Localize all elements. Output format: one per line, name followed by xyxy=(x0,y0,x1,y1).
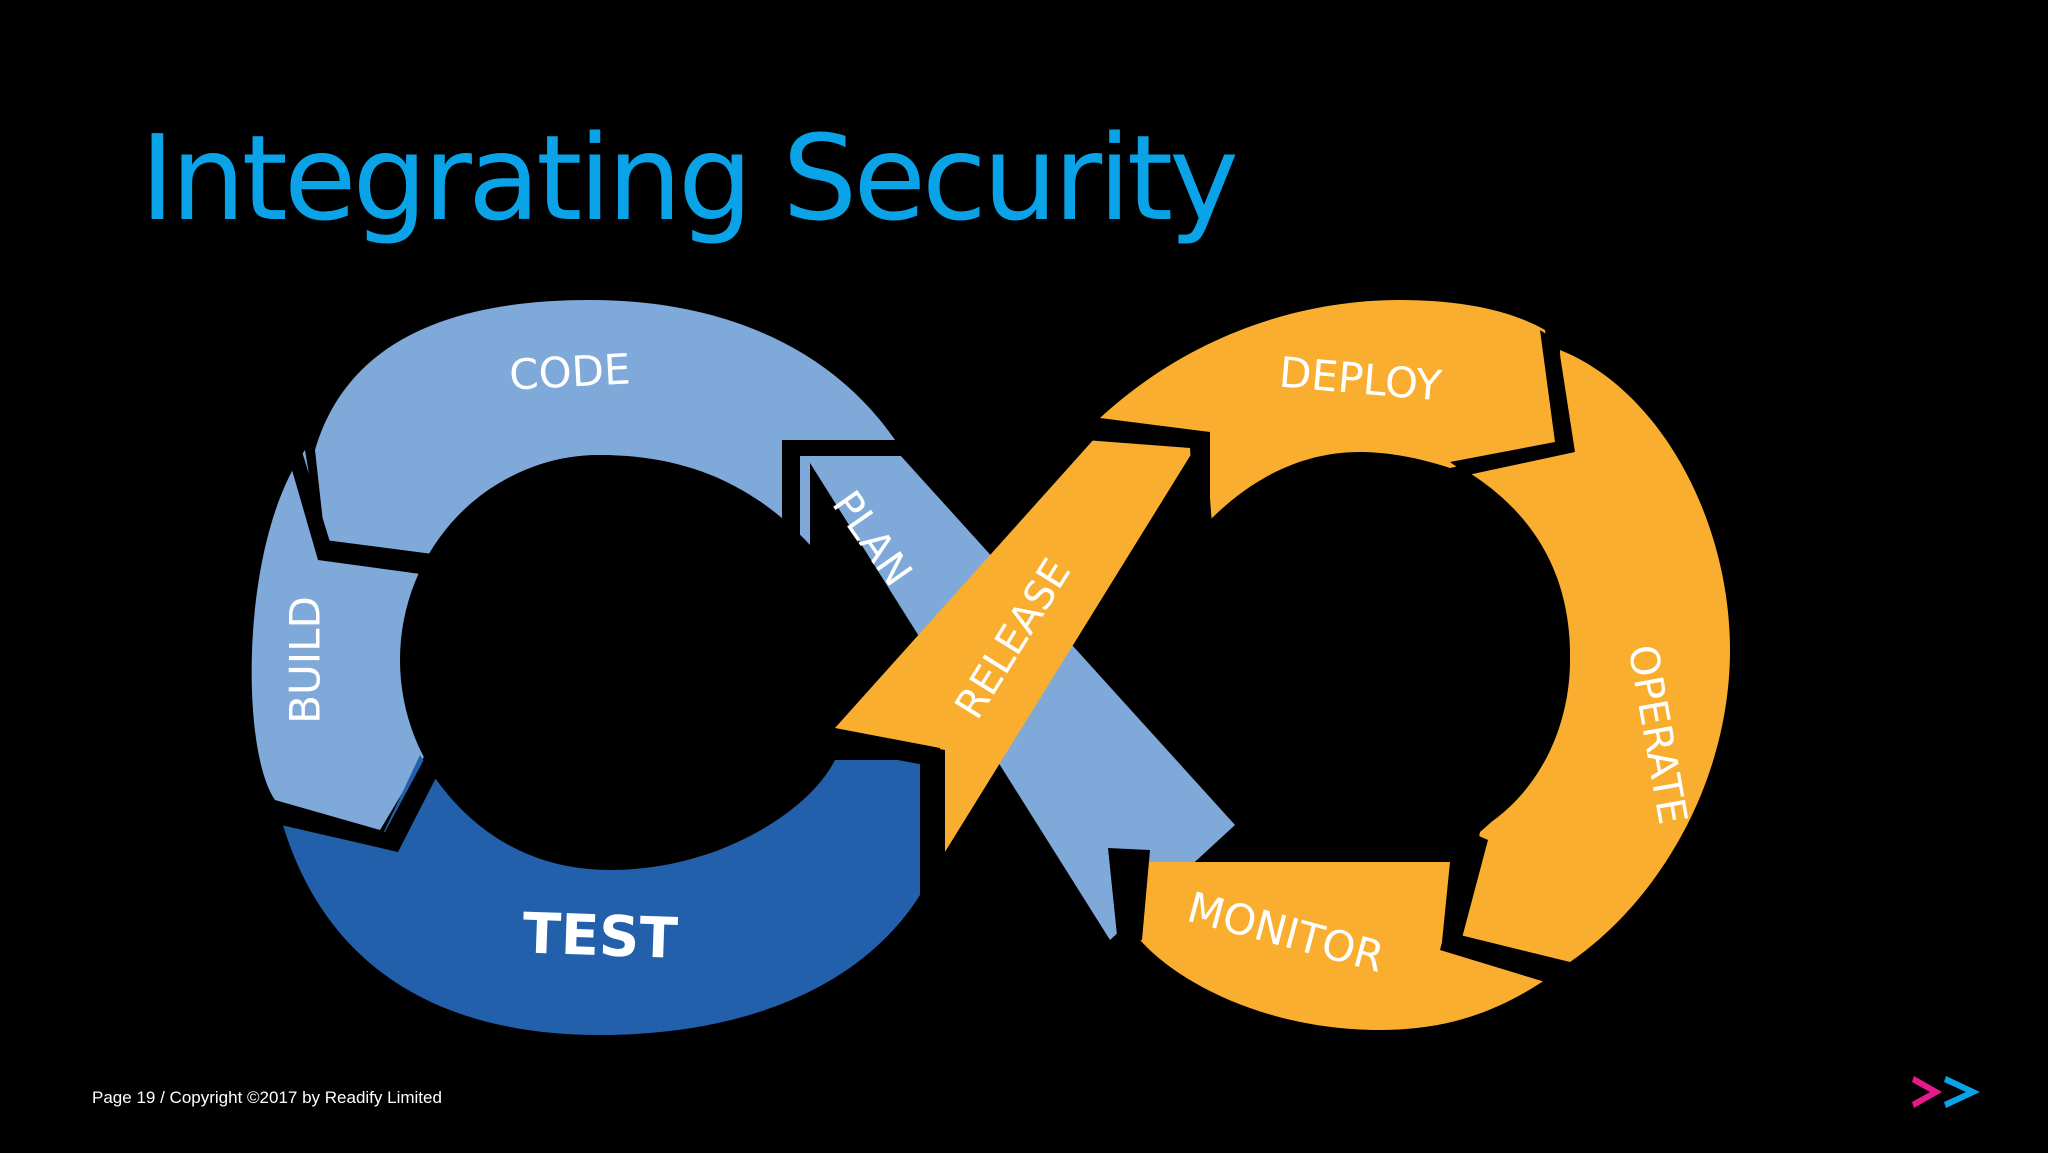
stage-deploy xyxy=(1100,300,1560,520)
readify-logo-icon xyxy=(1912,1076,1980,1108)
separator-test-release xyxy=(830,730,945,880)
slide-title: Integrating Security xyxy=(140,109,1239,247)
footer-page-number: 19 xyxy=(136,1088,156,1107)
stage-build xyxy=(251,450,430,830)
separator-monitor-plan xyxy=(1108,848,1150,945)
separator-release-deploy xyxy=(1085,425,1212,530)
right-loop-hole xyxy=(1240,470,1570,850)
label-test: TEST xyxy=(522,901,679,971)
label-build: BUILD xyxy=(281,596,330,724)
separator-build-test xyxy=(265,752,442,852)
separator-deploy-operate xyxy=(1450,330,1575,475)
stage-code xyxy=(315,300,895,555)
separator-code-build xyxy=(292,445,440,575)
stage-test xyxy=(280,755,920,1035)
stage-release xyxy=(835,438,1195,860)
stage-operate xyxy=(1460,350,1730,962)
footer: Page 19 / Copyright ©2017 by Readify Lim… xyxy=(92,1088,442,1108)
label-code: CODE xyxy=(508,344,632,399)
footer-page-label: Page xyxy=(92,1088,132,1107)
separator-plan-code xyxy=(782,440,905,550)
separator-operate-monitor xyxy=(1440,832,1570,985)
stage-monitor xyxy=(1140,862,1545,1030)
left-loop-hole xyxy=(400,455,800,865)
footer-copyright: / Copyright ©2017 by Readify Limited xyxy=(160,1088,442,1107)
